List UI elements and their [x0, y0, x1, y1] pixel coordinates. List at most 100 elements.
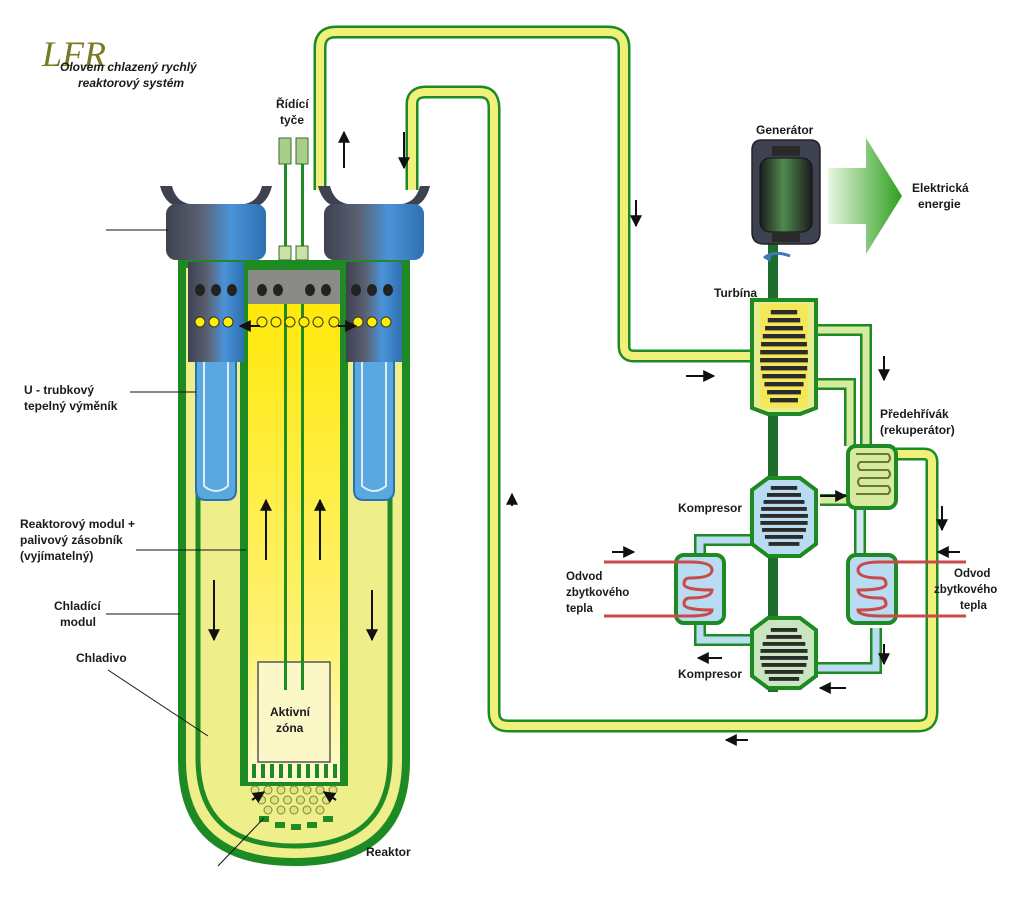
- label-module-3: (vyjímatelný): [20, 549, 93, 563]
- plenum-hole: [257, 284, 267, 296]
- turbine-blade: [760, 366, 808, 371]
- turbine-blade: [761, 342, 807, 347]
- core-grid-bar: [270, 764, 274, 778]
- compressor-top-blade: [760, 514, 808, 518]
- label-control-rods-2: tyče: [280, 113, 304, 127]
- leader-lines: [106, 229, 265, 867]
- coolant-pipes: [313, 25, 939, 733]
- compressor-top-blade: [770, 486, 798, 490]
- bottom-hole: [289, 805, 299, 815]
- bottom-hole: [257, 795, 266, 805]
- label-control-rods-1: Řídící: [276, 96, 309, 111]
- label-heat-right-2: zbytkového: [934, 584, 997, 596]
- bottom-hole: [309, 795, 318, 805]
- plenum-hole: [211, 284, 221, 296]
- bottom-hole: [270, 795, 279, 805]
- compressor-top-blade: [764, 535, 804, 539]
- compressor-bottom-blade: [764, 670, 804, 674]
- compressor-bottom-blade: [760, 649, 808, 653]
- turbine-blade: [765, 326, 803, 331]
- compressor-bottom-blade: [761, 663, 807, 667]
- label-heat-right-3: tepla: [960, 600, 987, 612]
- turbine-blade: [760, 350, 808, 355]
- label-core-2: zóna: [276, 721, 304, 735]
- precooler-left: [604, 553, 726, 625]
- bottom-hole: [263, 785, 273, 795]
- turbine-blade: [767, 318, 801, 323]
- rotation-arrow-head-icon: [764, 254, 772, 262]
- logo-text: LFR: [41, 34, 106, 74]
- control-rods: [278, 137, 309, 690]
- bottom-hole: [302, 785, 312, 795]
- label-u-tube-1: U - trubkový: [24, 383, 94, 397]
- bottom-plate: [291, 824, 301, 830]
- inlet-dot: [270, 316, 282, 328]
- turbine-blade: [770, 310, 798, 315]
- core-grid-bar: [252, 764, 256, 778]
- bottom-plate: [275, 822, 285, 828]
- plenum-hole: [273, 284, 283, 296]
- bottom-hole: [263, 805, 273, 815]
- bottom-hole: [289, 785, 299, 795]
- bottom-plate: [323, 816, 333, 822]
- turbine-blade: [762, 334, 806, 339]
- label-coolant: Chladivo: [76, 651, 127, 665]
- turbine-blade: [762, 374, 806, 379]
- inlet-dot: [328, 316, 340, 328]
- bottom-hole: [276, 785, 286, 795]
- label-heat-right-1: Odvod: [954, 568, 990, 580]
- label-u-tube-2: tepelný výměník: [24, 399, 118, 413]
- inlet-dot: [312, 316, 324, 328]
- turbine-blade: [760, 358, 808, 363]
- label-module-2: palivový zásobník: [20, 533, 123, 547]
- bottom-hole: [296, 795, 305, 805]
- bottom-hole: [315, 805, 325, 815]
- pump-right: [318, 186, 430, 501]
- subtitle-line-1: Olovem chlazený rychlý: [60, 60, 198, 74]
- compressor-top-blade: [761, 507, 807, 511]
- compressor-top-blade: [766, 493, 802, 497]
- compressor-bottom-blade: [768, 677, 800, 681]
- reactor-module: [240, 266, 348, 786]
- compressor-top-blade: [760, 521, 808, 525]
- label-preheater-2: (rekuperátor): [880, 423, 955, 437]
- label-cooling-1: Chladící: [54, 599, 101, 613]
- compressor-top-blade-group: [760, 486, 808, 546]
- plenum-hole: [305, 284, 315, 296]
- generator: [751, 139, 821, 245]
- inlet-dot: [366, 316, 378, 328]
- inlet-dots-group: [194, 316, 392, 328]
- bottom-hole: [276, 805, 286, 815]
- recuperator: [846, 444, 898, 510]
- core-grid-bar: [315, 764, 319, 778]
- bottom-hole: [250, 785, 260, 795]
- bottom-hole: [302, 805, 312, 815]
- core-grid-bar: [324, 764, 328, 778]
- compressor-bottom-blade: [762, 642, 806, 646]
- label-heat-left-3: tepla: [566, 603, 593, 615]
- turbine-blade: [767, 390, 801, 395]
- inlet-dot: [208, 316, 220, 328]
- compressor-bottom: [750, 616, 818, 690]
- pump-left: [160, 186, 272, 501]
- plenum-hole: [367, 284, 377, 296]
- core-grid-bar: [297, 764, 301, 778]
- bottom-hole: [328, 785, 338, 795]
- label-heat-left-1: Odvod: [566, 571, 602, 583]
- compressor-top-blade: [762, 528, 806, 532]
- rotation-arrow-icon: [763, 251, 791, 260]
- compressor-top-blade: [768, 542, 800, 546]
- compressor-bottom-blade-group: [760, 628, 808, 681]
- compressor-top: [750, 476, 818, 558]
- bottom-hole: [322, 795, 331, 805]
- bottom-plates-group: [259, 816, 333, 830]
- plenum-hole: [195, 284, 205, 296]
- plenum-hole: [383, 284, 393, 296]
- turbine-blade-group: [760, 310, 808, 403]
- plenum-hole: [227, 284, 237, 296]
- label-cooling-2: modul: [60, 615, 96, 629]
- label-compressor-bottom: Kompresor: [678, 667, 742, 681]
- turbine: [750, 298, 818, 416]
- electric-arrow: [828, 138, 902, 254]
